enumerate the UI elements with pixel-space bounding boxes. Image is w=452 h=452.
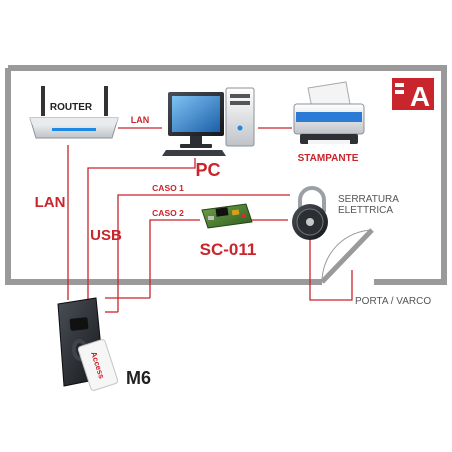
pc-icon [162,87,255,156]
wire-pc-reader [87,158,196,300]
logo-letter: A [410,81,430,112]
reader-label: M6 [126,368,151,388]
lock-label-line1: SERRATURA [338,194,399,205]
router-icon [29,86,119,139]
electric-lock-icon [292,186,328,240]
caso1-label: CASO 1 [152,183,184,193]
door-label: PORTA / VARCO [355,296,431,307]
usb-label: USB [90,227,122,244]
wiring [67,127,353,313]
printer-label: STAMPANTE [298,153,359,164]
room-wall [5,65,447,285]
wire-caso1 [117,194,290,312]
brand-logo: A [392,78,434,112]
caso2-label: CASO 2 [152,208,184,218]
controller-board-icon [201,203,253,229]
printer-icon [293,81,365,144]
lan-router-pc-label: LAN [131,115,150,125]
wire-lock-door [309,238,353,301]
lan-router-reader-label: LAN [35,194,66,211]
lock-label-line2: ELETTRICA [338,205,393,216]
router-label: ROUTER [50,102,93,113]
access-card-icon: Access [77,339,119,391]
controller-label: SC-011 [200,240,257,259]
pc-label: PC [195,160,220,180]
wire-caso2 [149,219,200,298]
